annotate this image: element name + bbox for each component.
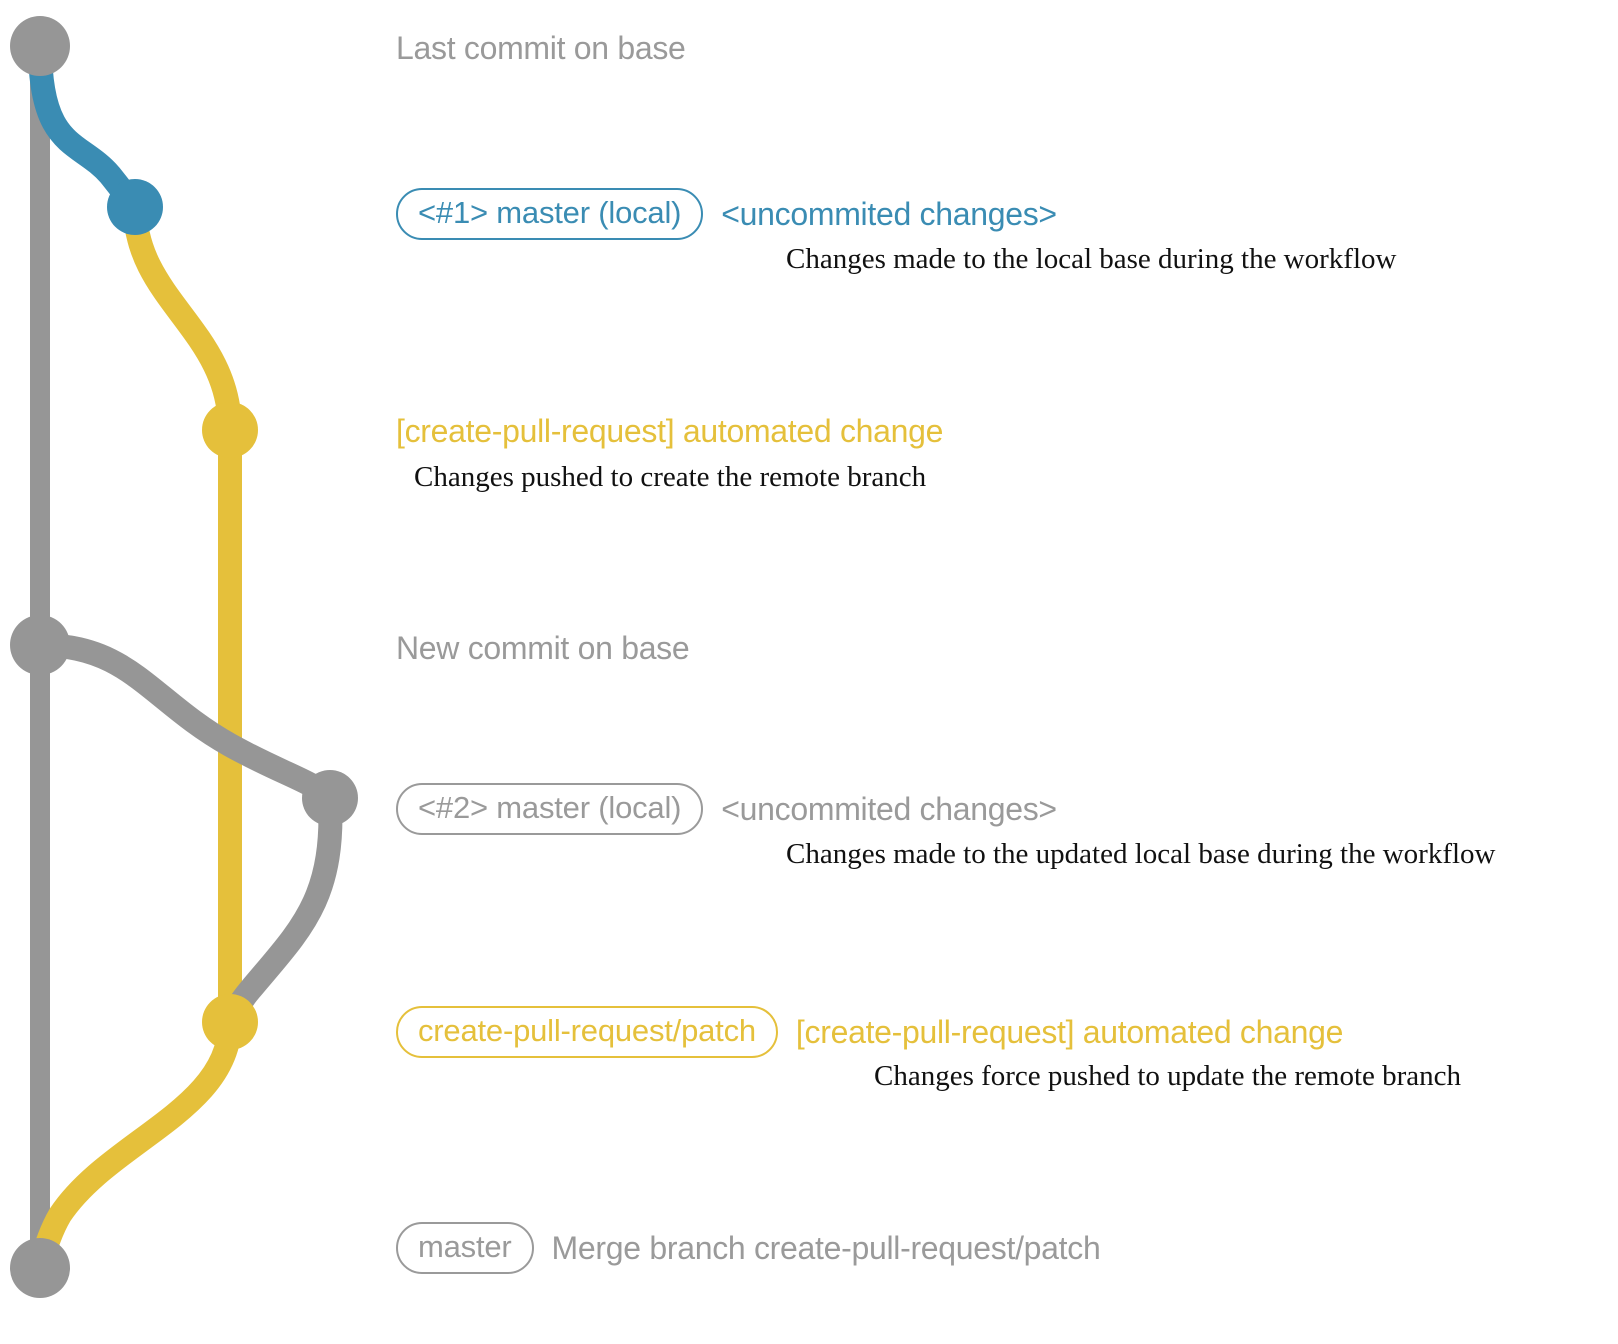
row-automated-change-2: create-pull-request/patch [create-pull-r… (396, 1006, 1343, 1058)
branch-badge-master-local-2[interactable]: <#2> master (local) (396, 783, 704, 835)
commit-node-new-commit-on-base[interactable] (10, 615, 70, 675)
row-master-local-2: <#2> master (local) <uncommited changes> (396, 783, 1057, 835)
commit-description-automated-change-2: Changes force pushed to update the remot… (874, 1060, 1462, 1092)
commit-subject-merge-commit: Merge branch create-pull-request/patch (551, 1230, 1101, 1266)
commit-node-automated-change-2[interactable] (202, 994, 258, 1050)
commit-description-automated-change-1: Changes pushed to create the remote bran… (414, 461, 927, 493)
commit-node-merge-master[interactable] (10, 1238, 70, 1298)
commit-node-automated-change-1[interactable] (202, 402, 258, 458)
commit-description-master-local-1: Changes made to the local base during th… (786, 243, 1397, 275)
commit-node-master-local-1[interactable] (107, 179, 163, 235)
row-automated-change-1: [create-pull-request] automated change (396, 415, 943, 447)
edge-base-to-local-2 (28, 633, 342, 810)
commit-subject-master-local-1: <uncommited changes> (721, 196, 1057, 232)
row-last-commit-on-base: Last commit on base (396, 32, 686, 64)
commit-description-master-local-2: Changes made to the updated local base d… (786, 838, 1496, 870)
commit-subject-automated-change-1: [create-pull-request] automated change (396, 413, 944, 449)
branch-badge-master-local-1[interactable]: <#1> master (local) (396, 188, 704, 240)
row-merge-commit: master Merge branch create-pull-request/… (396, 1222, 1101, 1274)
commit-node-master-local-2[interactable] (302, 770, 358, 826)
commit-subject-new-commit-on-base: New commit on base (396, 630, 690, 666)
commit-subject-master-local-2: <uncommited changes> (721, 791, 1057, 827)
edge-local-1-to-patch-1 (123, 195, 242, 442)
commit-nodes (10, 16, 358, 1298)
branch-badge-create-pull-request-patch[interactable]: create-pull-request/patch (396, 1006, 778, 1058)
commit-node-last-commit-on-base[interactable] (10, 16, 70, 76)
commit-subject-last-commit-on-base: Last commit on base (396, 30, 686, 66)
row-master-local-1: <#1> master (local) <uncommited changes> (396, 188, 1057, 240)
commit-subject-automated-change-2: [create-pull-request] automated change (795, 1014, 1344, 1050)
branch-badge-master[interactable]: master (396, 1222, 534, 1274)
row-new-commit-on-base: New commit on base (396, 630, 690, 666)
